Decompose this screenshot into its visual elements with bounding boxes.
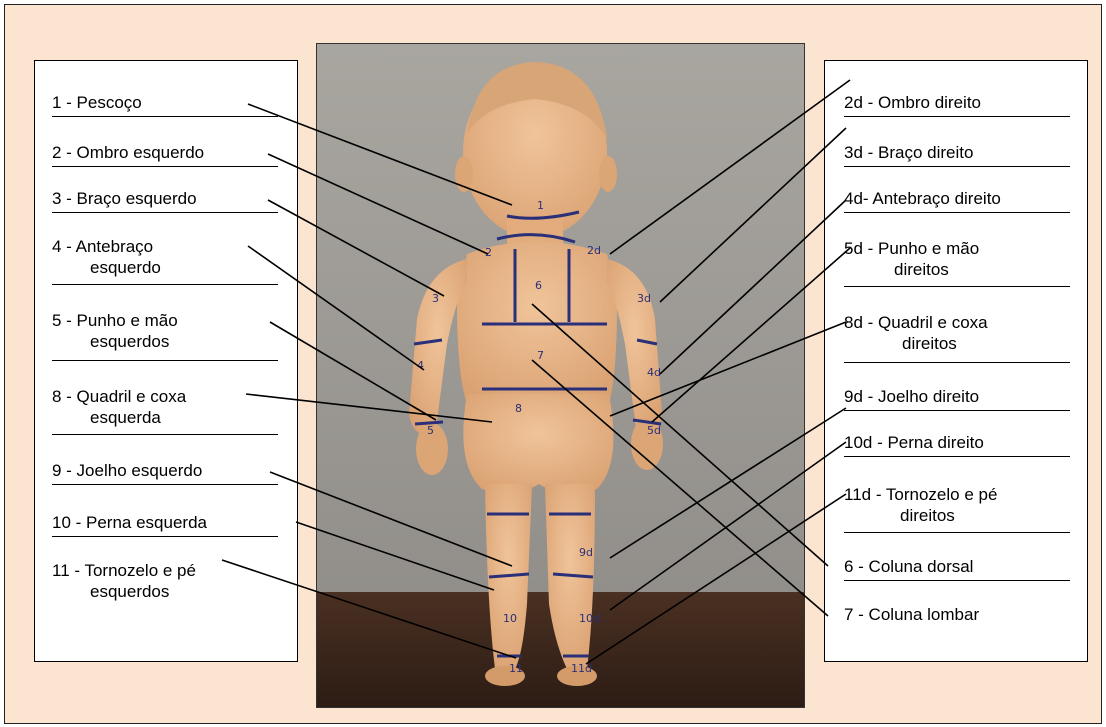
doll-ear-left [455,156,473,192]
doll-mark: 4d [647,366,661,379]
label-underline [52,536,278,537]
label-underline [52,212,278,213]
doll-mark: 7 [537,349,544,362]
doll-mark: 3d [637,292,651,305]
doll-mark: 11 [509,662,523,675]
label-2d: 2d - Ombro direito [844,92,981,113]
label-7: 7 - Coluna lombar [844,604,979,625]
label-underline [844,410,1070,411]
label-underline [52,166,278,167]
doll-hips [463,394,613,493]
label-underline [844,116,1070,117]
label-underline [52,484,278,485]
label-underline [844,212,1070,213]
label-10d: 10d - Perna direito [844,432,984,453]
doll-mark: 8 [515,402,522,415]
doll-mark: 2 [485,246,492,259]
doll-mark: 4 [417,359,424,372]
label-underline [844,362,1070,363]
label-10: 10 - Perna esquerda [52,512,207,533]
label-underline [844,580,1070,581]
doll-mark: 10d [579,612,600,625]
doll-mark: 9d [579,546,593,559]
doll-mark: 3 [432,292,439,305]
label-underline [52,434,278,435]
doll-mark: 11d [571,662,592,675]
label-underline [52,284,278,285]
label-underline [52,360,278,361]
doll-mark: 5d [647,424,661,437]
doll-mark: 10 [503,612,517,625]
label-4d: 4d- Antebraço direito [844,188,1001,209]
label-underline [844,166,1070,167]
label-2: 2 - Ombro esquerdo [52,142,204,163]
label-underline [844,532,1070,533]
doll-photo: 1 2 2d 3 3d 4 4d 5 5d 6 7 8 9d 10 10d 11… [316,43,805,708]
label-underline [844,456,1070,457]
doll-mark: 6 [535,279,542,292]
doll-mark: 2d [587,244,601,257]
doll-mark: 1 [537,199,544,212]
label-1: 1 - Pescoço [52,92,142,113]
label-underline [844,286,1070,287]
doll-illustration: 1 2 2d 3 3d 4 4d 5 5d 6 7 8 9d 10 10d 11… [317,44,805,708]
doll-mark: 5 [427,424,434,437]
label-9d: 9d - Joelho direito [844,386,979,407]
label-3: 3 - Braço esquerdo [52,188,197,209]
doll-ear-right [599,156,617,192]
label-underline [52,116,278,117]
label-3d: 3d - Braço direito [844,142,973,163]
label-6: 6 - Coluna dorsal [844,556,973,577]
label-9: 9 - Joelho esquerdo [52,460,202,481]
